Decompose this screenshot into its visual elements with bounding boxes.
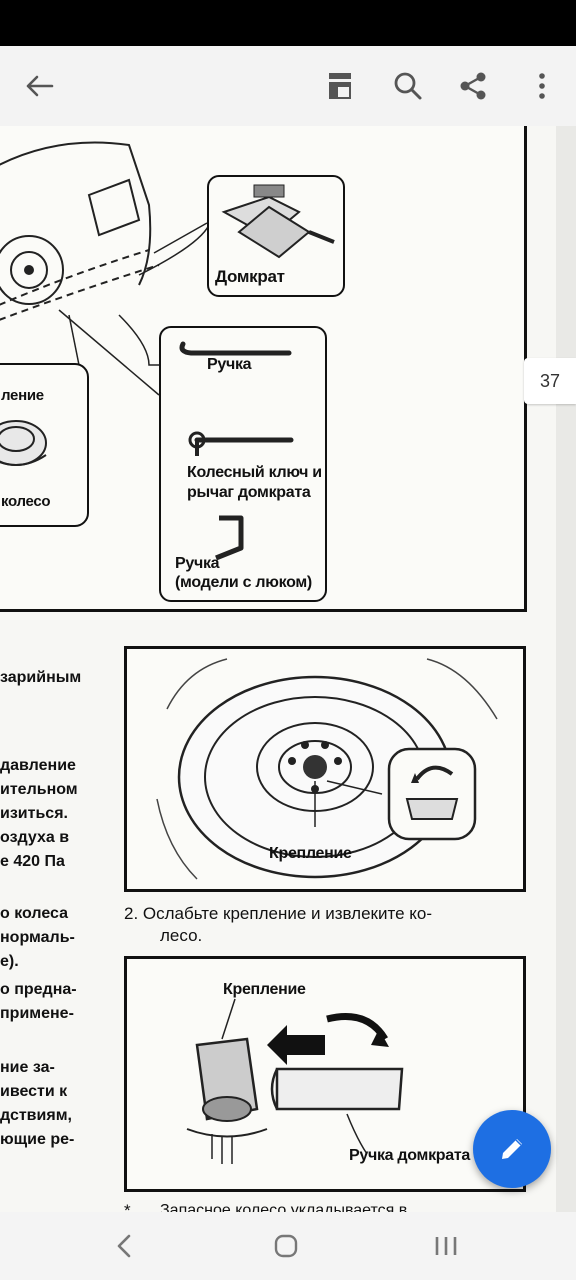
jack-icon xyxy=(221,184,335,259)
step-caption-line1: 2. Ослабьте крепление и извлеките ко- xyxy=(124,904,433,923)
spare-wheel-inset: ление колесо xyxy=(0,363,89,527)
wrench-label-line2: рычаг домкрата xyxy=(187,484,311,501)
scanned-page: Домкрат Ручка Колесный ключ и рычаг домк… xyxy=(0,126,556,1212)
left-text-3: ительном xyxy=(0,781,78,798)
document-page: Домкрат Ручка Колесный ключ и рычаг домк… xyxy=(0,126,576,1212)
left-text-6: е 420 Па xyxy=(0,853,65,870)
left-text-12: ние за- xyxy=(0,1059,55,1076)
tools-drawing xyxy=(179,341,294,561)
left-text-13: ивести к xyxy=(0,1083,68,1100)
sunroof-handle-label-line1: Ручка xyxy=(175,555,220,572)
left-text-4: изиться. xyxy=(0,805,68,822)
sunroof-handle-label-line2: (модели с люком) xyxy=(175,574,312,591)
figure-loosen-panel: Крепление Ручка домкрата xyxy=(124,956,526,1192)
edit-fab[interactable] xyxy=(473,1110,551,1188)
spare-wheel-drawing xyxy=(156,658,498,880)
left-text-14: дствиям, xyxy=(0,1107,72,1124)
left-text-8: нормаль- xyxy=(0,929,75,946)
reading-mode-icon[interactable] xyxy=(314,60,366,112)
figure-wheel-panel: Крепление xyxy=(124,646,526,892)
jack-inset: Домкрат xyxy=(207,175,345,297)
handle-label: Ручка xyxy=(207,356,252,373)
footer-text-partial: Запасное колесо укладывается в xyxy=(160,1202,408,1212)
wrench-label-line1: Колесный ключ и xyxy=(187,464,322,481)
nav-recents-icon[interactable] xyxy=(416,1222,476,1270)
left-text-7: о колеса xyxy=(0,905,69,922)
status-bar xyxy=(0,0,576,46)
figure-tools-panel: Домкрат Ручка Колесный ключ и рычаг домк… xyxy=(0,126,527,612)
left-text-11: примене- xyxy=(0,1005,74,1022)
left-text-5: оздуха в xyxy=(0,829,70,846)
left-text-1: зарийным xyxy=(0,669,82,686)
fastener-label: Крепление xyxy=(269,845,352,862)
pencil-icon xyxy=(502,1139,522,1159)
jack-label: Домкрат xyxy=(215,267,285,286)
spare-wheel-icon xyxy=(0,420,47,466)
tools-inset: Ручка Колесный ключ и рычаг домкрата Руч… xyxy=(159,326,327,602)
top-toolbar xyxy=(0,46,576,127)
loosen-drawing xyxy=(186,998,404,1164)
nav-back-icon[interactable] xyxy=(94,1222,154,1270)
left-text-15: ющие ре- xyxy=(0,1131,75,1148)
fastener-label-2: Крепление xyxy=(223,981,306,998)
left-text-10: о предна- xyxy=(0,981,77,998)
footer-bullet: * xyxy=(124,1201,131,1212)
search-icon[interactable] xyxy=(382,60,434,112)
system-nav-bar xyxy=(0,1212,576,1280)
wheel-label-partial: колесо xyxy=(1,493,51,510)
page-number-badge: 37 xyxy=(524,358,576,404)
left-text-2: давление xyxy=(0,757,76,774)
left-text-9: е). xyxy=(0,953,19,970)
more-icon[interactable] xyxy=(516,60,568,112)
spare-label-partial: ление xyxy=(1,387,44,404)
back-arrow-icon[interactable] xyxy=(13,60,65,112)
share-icon[interactable] xyxy=(447,60,499,112)
jack-handle-label: Ручка домкрата xyxy=(349,1147,470,1164)
step-caption-line2: лесо. xyxy=(160,926,203,945)
nav-home-icon[interactable] xyxy=(256,1222,316,1270)
